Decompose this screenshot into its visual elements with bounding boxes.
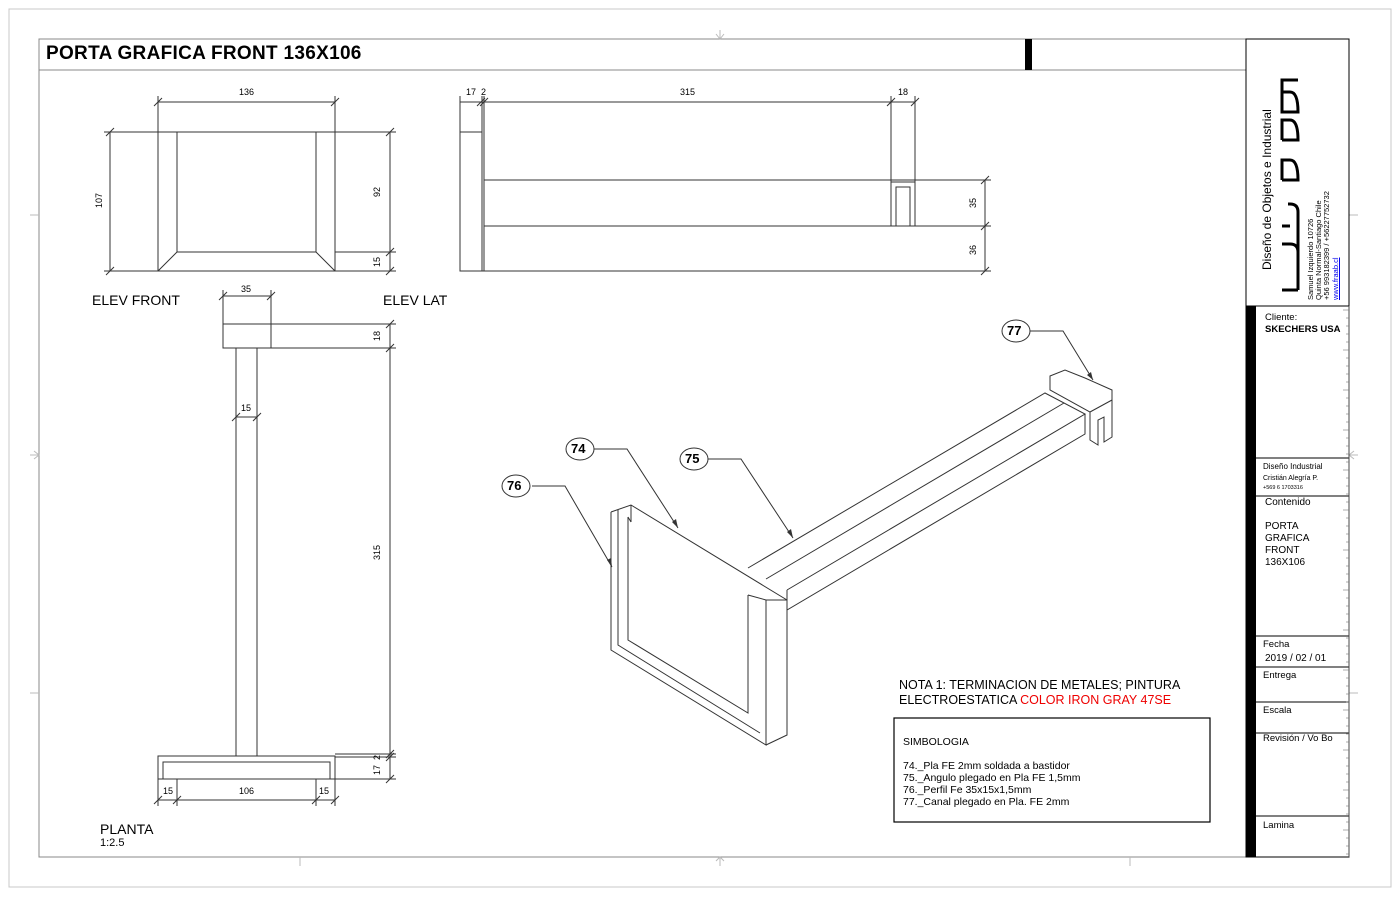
fecha-value: 2019 / 02 / 01 [1265, 653, 1327, 664]
simbologia-box [893, 717, 1211, 823]
contenido-line: FRONT [1265, 545, 1300, 556]
entrega-label: Entrega [1263, 670, 1297, 681]
label-planta: PLANTA [100, 821, 154, 837]
title-block-sidebar [1246, 306, 1256, 857]
fraab-logo [1280, 78, 1300, 292]
designer-name: Cristián Alegría P. [1263, 475, 1319, 482]
simbologia-legend: SIMBOLOGIA 74._Pla FE 2mm soldada a bast… [903, 736, 1080, 808]
dim-plan-bottom-left: 15 [163, 786, 174, 796]
company-website-link[interactable]: www.fraab.cl [1331, 257, 1340, 300]
finish-note-line1: NOTA 1: TERMINACION DE METALES; PINTURA [899, 678, 1181, 692]
label-elev-front: ELEV FRONT [92, 292, 180, 308]
designer-phone: +569 6 1703316 [1263, 485, 1303, 491]
dim-plan-base-b: 2 [372, 754, 382, 760]
dim-plan-bottom-mid: 106 [239, 786, 255, 796]
designer-label: Diseño Industrial [1263, 462, 1323, 471]
escala-label: Escala [1263, 705, 1292, 716]
dim-lat-h1: 35 [968, 197, 978, 208]
contenido-value: PORTA GRAFICA FRONT 136X106 [1265, 521, 1309, 569]
simbologia-item: 75._Angulo plegado en Pla FE 1,5mm [903, 772, 1081, 784]
company-name: Diseño de Objetos e Industrial [1260, 109, 1274, 270]
simbologia-heading: SIMBOLOGIA [903, 736, 969, 748]
contenido-label: Contenido [1265, 497, 1311, 508]
dim-front-inner: 92 [372, 186, 382, 197]
simbologia-item: 76._Perfil Fe 35x15x1,5mm [903, 784, 1032, 796]
cliente-label: Cliente: [1265, 312, 1298, 323]
lamina-label: Lamina [1263, 820, 1295, 831]
callout-leaders [532, 330, 1094, 568]
dim-lat-length: 315 [680, 87, 696, 97]
callout-arrowheads [607, 372, 1093, 567]
callout-77: 77 [1007, 323, 1022, 338]
contenido-line: 136X106 [1265, 557, 1306, 568]
cliente-value: SKECHERS USA [1265, 324, 1341, 335]
contenido-line: PORTA [1265, 521, 1299, 532]
dim-lat-h2: 36 [968, 244, 978, 255]
contenido-line: GRAFICA [1265, 533, 1310, 544]
label-planta-scale: 1:2.5 [100, 837, 125, 849]
dim-front-height: 107 [94, 192, 104, 208]
finish-note: NOTA 1: TERMINACION DE METALES; PINTURA … [899, 678, 1180, 708]
dim-plan-top-height: 18 [372, 330, 382, 341]
dim-front-width: 136 [239, 87, 255, 97]
finish-note-color: COLOR IRON GRAY 47SE [1020, 693, 1172, 707]
simbologia-item: 77._Canal plegado en Pla. FE 2mm [903, 796, 1070, 808]
dim-front-base: 15 [372, 256, 382, 267]
fecha-label: Fecha [1263, 639, 1290, 650]
title-block-ruler [1343, 306, 1350, 857]
dim-lat-b: 2 [481, 87, 487, 97]
label-elev-lat: ELEV LAT [383, 292, 448, 308]
planta-drawing [153, 290, 396, 806]
dim-plan-base-a: 17 [372, 764, 382, 775]
elev-lat-drawing [459, 96, 991, 276]
drawing-title: PORTA GRAFICA FRONT 136X106 [46, 43, 362, 64]
dim-lat-a: 17 [466, 87, 477, 97]
title-bar-marker [1025, 39, 1032, 70]
company-phones: +56 993182399 / +56227752732 [1322, 191, 1331, 300]
dim-plan-tube: 15 [241, 403, 252, 413]
dim-plan-bottom-right: 15 [319, 786, 330, 796]
callout-circles [501, 319, 1031, 498]
callout-75: 76 [507, 478, 522, 493]
dim-lat-end: 18 [898, 87, 909, 97]
callout-74: 74 [571, 441, 586, 456]
callout-76: 75 [685, 451, 700, 466]
border-ticks [30, 30, 1358, 866]
revision-label: Revisión / Vo Bo [1263, 733, 1333, 744]
finish-note-line2-text: ELECTROESTATICA [899, 693, 1021, 707]
outer-border [8, 8, 1392, 888]
finish-note-line2: ELECTROESTATICA COLOR IRON GRAY 47SE [899, 693, 1180, 708]
simbologia-item: 74._Pla FE 2mm soldada a bastidor [903, 760, 1070, 772]
dim-plan-length: 315 [372, 544, 382, 560]
isometric-drawing [610, 369, 1113, 746]
elev-front-drawing [104, 96, 396, 276]
dim-plan-top-width: 35 [241, 284, 252, 294]
